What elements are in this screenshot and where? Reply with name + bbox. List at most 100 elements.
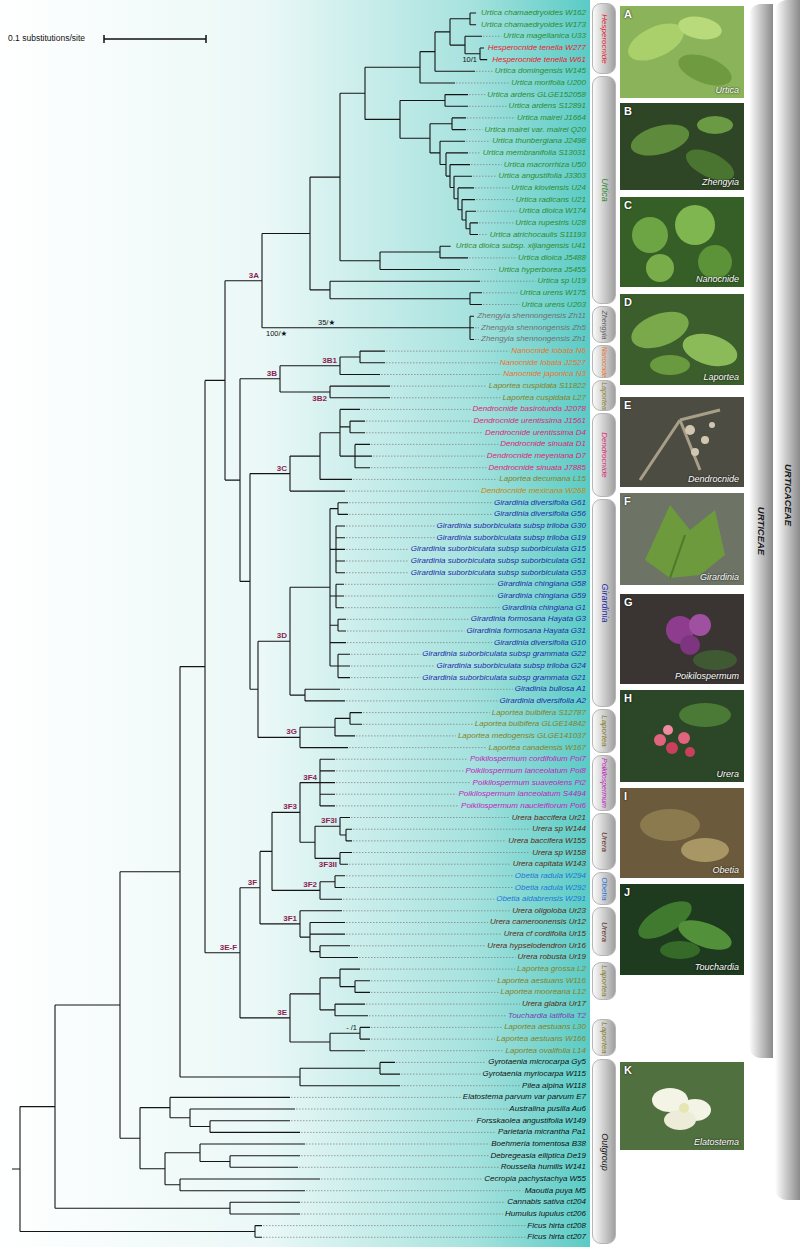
clade-label: 3F3I xyxy=(321,816,337,825)
tip-label: Laportea aestuans W116 xyxy=(497,975,586,987)
panel-letter: E xyxy=(624,399,631,411)
tip-label: Laportea aestuans W166 xyxy=(497,1033,586,1045)
panel-caption: Elatostema xyxy=(694,1137,739,1147)
tip-label: Girardinia chingiana G1 xyxy=(502,602,586,614)
photo-f xyxy=(620,493,744,585)
tip-label: Girardinia suborbiculata subsp suborbicu… xyxy=(411,555,586,567)
photo-c xyxy=(620,197,744,287)
tip-label: Nanocnide lobata J2527 xyxy=(500,357,586,369)
panel-letter: J xyxy=(624,886,630,898)
clade-label: 3D xyxy=(277,631,287,640)
photo-panel: HUrera xyxy=(620,690,744,782)
genus-name: Laportea xyxy=(600,382,608,410)
genus-name: Poikilospermum xyxy=(600,758,608,808)
photo-panel: J Touchardia xyxy=(620,884,744,975)
genus-name: Zhengyia xyxy=(600,310,608,339)
clade-label: 3F4 xyxy=(303,773,317,782)
panel-letter: A xyxy=(624,8,632,20)
tree-ground xyxy=(0,0,590,1247)
tip-label: Poikilospermum naucleiflorum Poi6 xyxy=(461,800,586,812)
tip-label: Urera sp W144 xyxy=(532,823,586,835)
genus-band: Laportea xyxy=(592,380,616,411)
tip-label: Urtica chamaedryoides W173 xyxy=(481,19,586,31)
tip-label: Urtica ardens S12891 xyxy=(509,100,586,112)
tip-label: Urtica dioica J5488 xyxy=(518,252,586,264)
tip-label: Hesperocnide tenella W277 xyxy=(488,42,586,54)
tip-label: Urtica dioica W174 xyxy=(519,205,586,217)
tip-label: Ficus hirta ct208 xyxy=(527,1220,586,1232)
tip-label: Girardinia suborbiculata subsp grammata … xyxy=(422,672,586,684)
tip-label: Dendrocnide urentissima D4 xyxy=(485,427,586,439)
tip-label: Humulus lupulus ct206 xyxy=(505,1208,586,1220)
tip-label: Girardinia chingiana G58 xyxy=(498,578,587,590)
photo-panel: DLaportea xyxy=(620,294,744,385)
genus-band: Poikilospermum xyxy=(592,755,616,811)
tip-label: Gyrotaenia microcarpa Gy5 xyxy=(488,1056,586,1068)
tip-label: Girardinia suborbiculata subsp triloba G… xyxy=(437,660,586,672)
genus-band: Urera xyxy=(592,907,616,956)
panel-caption: Laportea xyxy=(703,372,739,382)
panel-letter: I xyxy=(624,790,627,802)
panel-caption: Obetia xyxy=(712,865,739,875)
tip-label: Girardinia diversifolia G56 xyxy=(494,508,586,520)
clade-label: 3G xyxy=(286,727,297,736)
tip-label: Laportea bulbifera GLGE14842 xyxy=(475,718,586,730)
photo-panel: FGirardinia xyxy=(620,493,744,585)
tip-label: Girardinia suborbiculata subsp grammata … xyxy=(422,648,586,660)
tip-label: Urera baccifera Ur21 xyxy=(512,812,586,824)
tip-label: Touchardia latifolia T2 xyxy=(508,1010,586,1022)
tip-label: Urera hypselodendron Ur16 xyxy=(487,940,586,952)
tip-label: Urtica atrichocaulis S11193 xyxy=(490,229,586,241)
photo-d xyxy=(620,294,744,385)
clade-label: 3F3II xyxy=(319,860,337,869)
photo-panel: KElatostema xyxy=(620,1062,744,1150)
tip-label: Giradinia bullosa A1 xyxy=(515,683,586,695)
tip-label: Urera robusta Ur19 xyxy=(518,951,586,963)
support-value: 35/★ xyxy=(318,318,335,327)
tip-label: Girardinia suborbiculata subsp triloba G… xyxy=(437,520,586,532)
panel-letter: B xyxy=(624,105,632,117)
tip-label: Urera oligoloba Ur23 xyxy=(512,905,586,917)
tip-label: Ficus hirta ct207 xyxy=(527,1231,586,1243)
genus-band: Urtica xyxy=(592,76,616,304)
tip-label: Urtica mairei J1664 xyxy=(517,112,586,124)
photo-panel: GPoikilospermum xyxy=(620,594,744,684)
photo-i xyxy=(620,788,744,878)
tip-label: Urtica morifolia U200 xyxy=(511,77,586,89)
tip-label: Urtica mairei var. mairei Q20 xyxy=(484,124,586,136)
tip-label: Girardinia diversifolia G61 xyxy=(494,497,586,509)
tip-label: Urtica macrorrhiza U50 xyxy=(504,159,586,171)
tip-label: Nanocnide japonica N3 xyxy=(503,368,586,380)
panel-caption: Nanocnide xyxy=(696,274,739,284)
photo-e xyxy=(620,397,744,487)
tip-label: Urera cf cordifolia Ur15 xyxy=(504,928,586,940)
clade-label: 3B2 xyxy=(312,394,327,403)
genus-name: Laportea xyxy=(600,715,609,747)
tip-label: Urera capitata W143 xyxy=(513,858,586,870)
clade-label: 3B xyxy=(267,369,277,378)
tip-label: Urera glabra Ur17 xyxy=(522,998,586,1010)
genus-band: Zhengyia xyxy=(592,306,616,343)
tribe-name: URTICEAE xyxy=(756,507,766,555)
tip-label: Gyrotaenia myriocarpa W115 xyxy=(483,1068,586,1080)
support-value: 10/1 xyxy=(462,55,477,64)
tip-label: Obetia aldabrensis W291 xyxy=(496,893,586,905)
genus-band: Laportea xyxy=(592,1019,616,1056)
tip-label: Dendrocnide sinuata J7885 xyxy=(489,462,586,474)
tribe-band: URTICACEAE xyxy=(775,0,800,1200)
tip-label: Urera sp W158 xyxy=(532,847,586,859)
photo-panel: EDendrocnide xyxy=(620,397,744,487)
tip-label: Parietaria micrantha Pa1 xyxy=(498,1126,586,1138)
panel-caption: Zhengyia xyxy=(702,177,739,187)
tip-label: Dendrocnide urentissima J1561 xyxy=(473,415,586,427)
tip-label: Laportea bulbifera S12787 xyxy=(492,707,586,719)
tip-label: Laportea cuspidata L27 xyxy=(502,392,586,404)
tip-label: Urtica sp U19 xyxy=(538,275,586,287)
clade-label: 3F xyxy=(248,878,257,887)
panel-caption: Touchardia xyxy=(695,962,739,972)
tip-label: Cannabis sativa ct204 xyxy=(507,1196,586,1208)
tip-label: Debregeasia elliptica De19 xyxy=(490,1150,586,1162)
tip-label: Cecropia pachystachya W55 xyxy=(484,1173,586,1185)
genus-name: Laportea xyxy=(600,965,609,997)
